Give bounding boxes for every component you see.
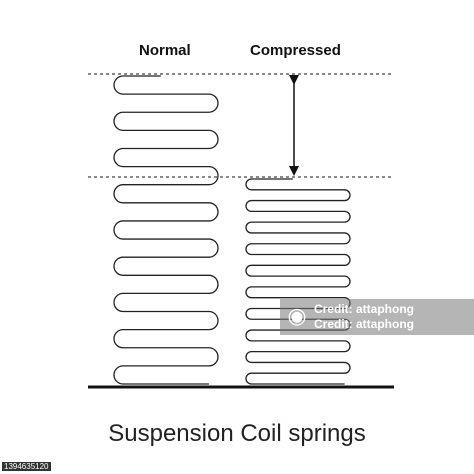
watermark: ◉ Credit: attaphong Credit: attaphong: [280, 299, 474, 335]
normal-label: Normal: [139, 42, 191, 59]
camera-logo-icon: ◉: [287, 303, 307, 328]
compressed-label: Compressed: [250, 42, 341, 59]
watermark-credit: Credit: attaphong: [314, 302, 414, 316]
normal-spring: [113, 75, 219, 385]
diagram-caption: Suspension Coil springs: [108, 420, 366, 447]
asset-id: 1394635120: [2, 462, 51, 471]
compressed-spring: [245, 178, 351, 385]
watermark-credit-secondary: Credit: attaphong: [314, 317, 414, 331]
